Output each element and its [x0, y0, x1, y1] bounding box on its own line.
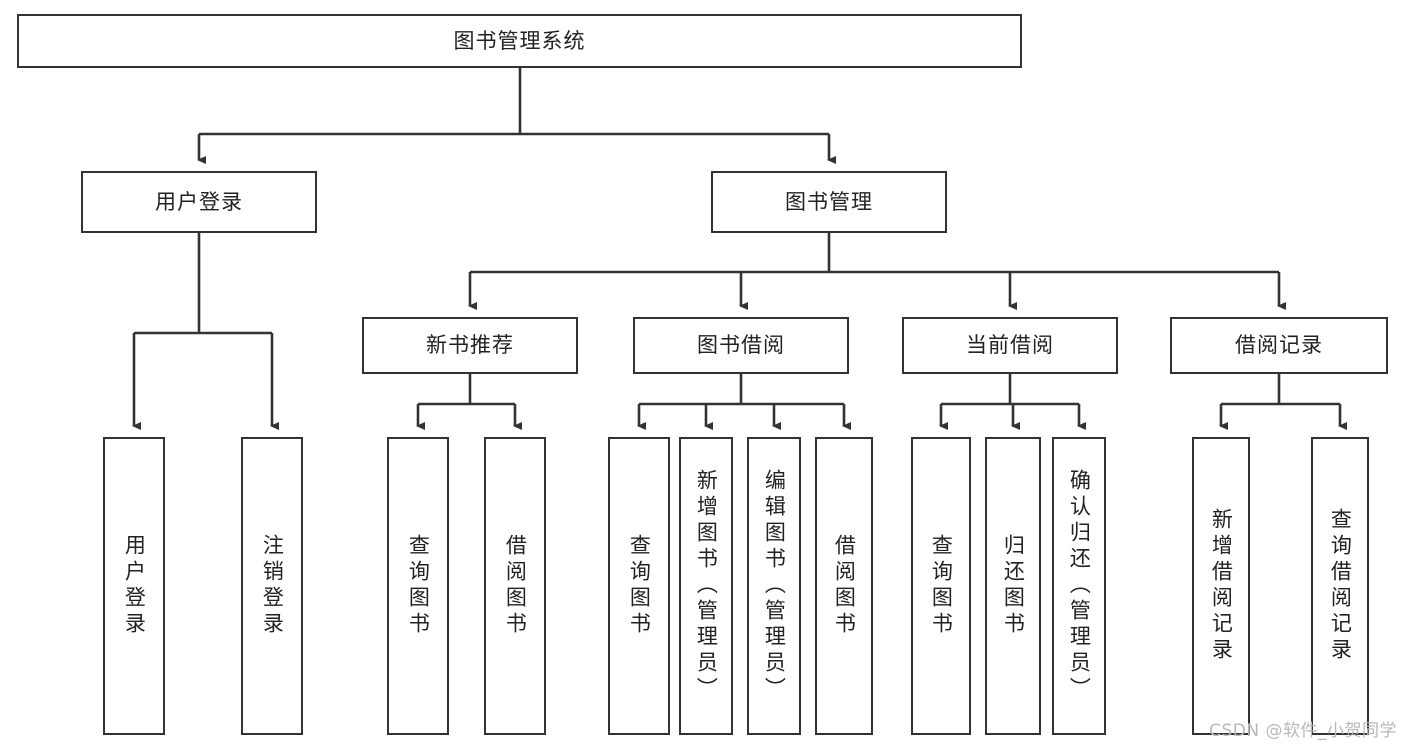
node-leaf-query-record-label: 查询借阅记录	[1328, 508, 1353, 664]
node-leaf-edit-book[interactable]: 编辑图书（管理员）	[747, 437, 801, 735]
node-leaf-return-book-label: 归还图书	[1001, 534, 1026, 638]
node-leaf-confirm-return[interactable]: 确认归还（管理员）	[1052, 437, 1106, 735]
node-leaf-return-book[interactable]: 归还图书	[985, 437, 1041, 735]
node-leaf-query-book-bb[interactable]: 查询图书	[608, 437, 670, 735]
node-leaf-edit-book-label: 编辑图书（管理员）	[762, 469, 787, 703]
node-leaf-add-record-label: 新增借阅记录	[1209, 508, 1234, 664]
node-leaf-borrow-book-bb-label: 借阅图书	[832, 534, 857, 638]
node-leaf-user-login[interactable]: 用户登录	[103, 437, 165, 735]
node-leaf-add-book[interactable]: 新增图书（管理员）	[679, 437, 733, 735]
node-leaf-query-book-bb-label: 查询图书	[627, 534, 652, 638]
node-user-login[interactable]: 用户登录	[81, 171, 317, 233]
node-new-book-rec[interactable]: 新书推荐	[362, 317, 578, 374]
node-leaf-query-book-cb[interactable]: 查询图书	[911, 437, 971, 735]
node-leaf-add-record[interactable]: 新增借阅记录	[1192, 437, 1250, 735]
node-leaf-query-book-rec-label: 查询图书	[406, 534, 431, 638]
node-leaf-user-logout[interactable]: 注销登录	[241, 437, 303, 735]
node-root-label: 图书管理系统	[453, 28, 586, 53]
node-leaf-user-logout-label: 注销登录	[260, 534, 285, 638]
node-leaf-borrow-book-rec-label: 借阅图书	[503, 534, 528, 638]
node-leaf-borrow-book-bb[interactable]: 借阅图书	[815, 437, 873, 735]
node-leaf-confirm-return-label: 确认归还（管理员）	[1067, 469, 1092, 703]
watermark: CSDN @软件_小贺同学	[1209, 721, 1397, 741]
node-book-manage[interactable]: 图书管理	[711, 171, 947, 233]
node-borrow-record-label: 借阅记录	[1235, 333, 1323, 358]
node-book-manage-label: 图书管理	[785, 189, 873, 214]
node-leaf-add-book-label: 新增图书（管理员）	[694, 469, 719, 703]
node-leaf-query-record[interactable]: 查询借阅记录	[1311, 437, 1369, 735]
node-user-login-label: 用户登录	[155, 189, 243, 214]
node-leaf-query-book-rec[interactable]: 查询图书	[387, 437, 449, 735]
node-root[interactable]: 图书管理系统	[17, 14, 1022, 68]
node-new-book-rec-label: 新书推荐	[426, 333, 514, 358]
node-book-borrow[interactable]: 图书借阅	[633, 317, 849, 374]
node-current-borrow[interactable]: 当前借阅	[902, 317, 1118, 374]
node-current-borrow-label: 当前借阅	[966, 333, 1054, 358]
node-borrow-record[interactable]: 借阅记录	[1170, 317, 1388, 374]
node-leaf-query-book-cb-label: 查询图书	[929, 534, 954, 638]
node-leaf-user-login-label: 用户登录	[122, 534, 147, 638]
node-book-borrow-label: 图书借阅	[697, 333, 785, 358]
node-leaf-borrow-book-rec[interactable]: 借阅图书	[484, 437, 546, 735]
